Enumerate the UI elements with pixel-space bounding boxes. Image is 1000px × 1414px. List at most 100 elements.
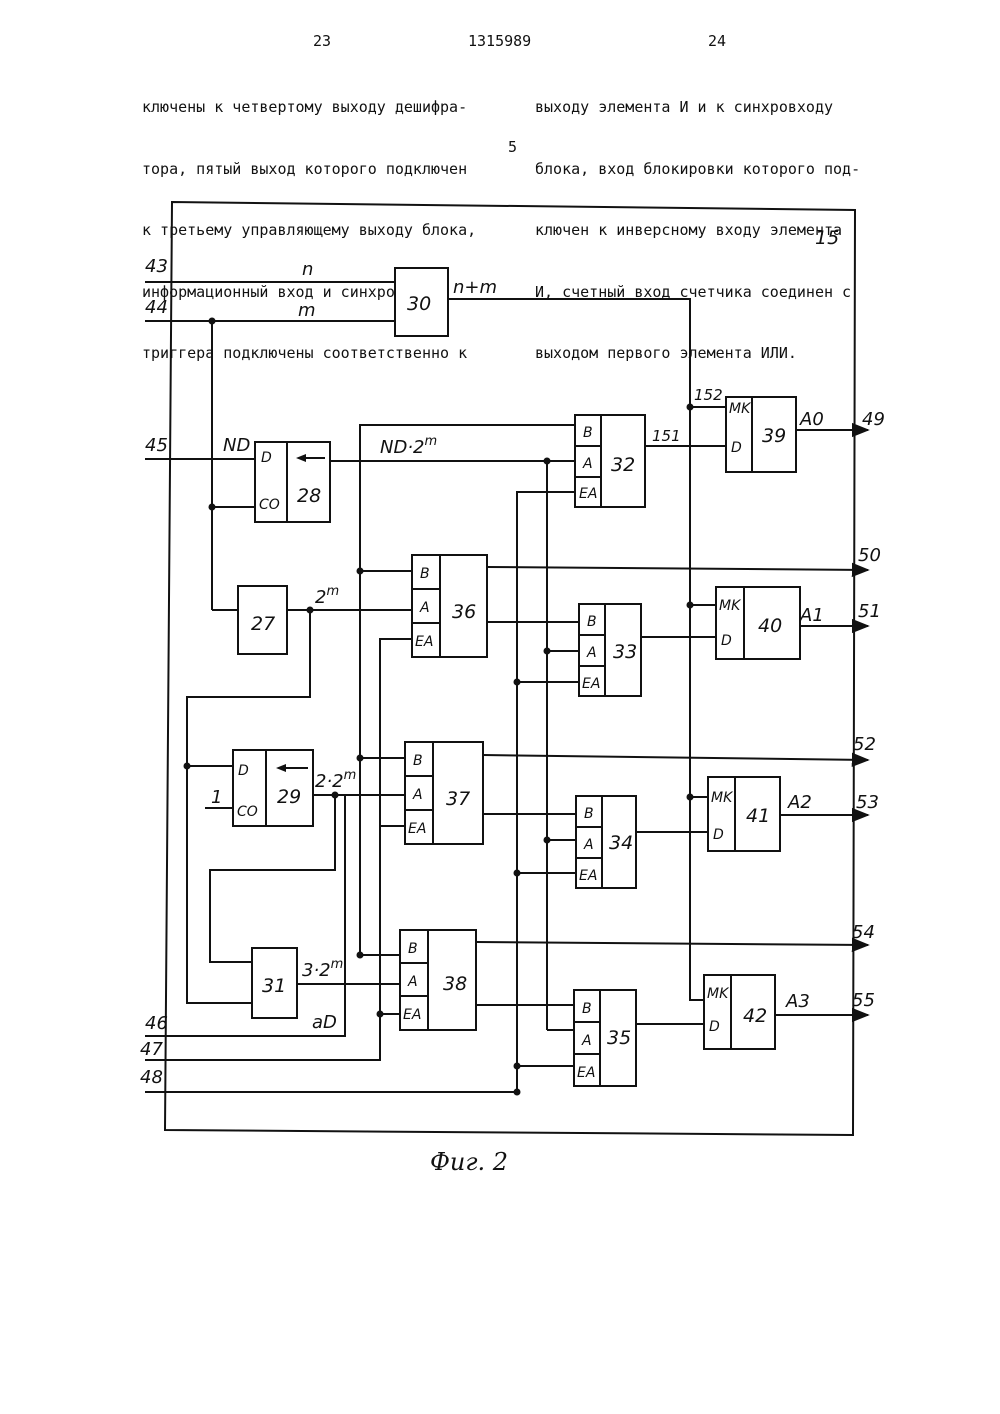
- junction-dot: [514, 1063, 521, 1070]
- port-label: D: [238, 763, 249, 779]
- port-label: D: [721, 633, 732, 649]
- junction-dot: [514, 679, 521, 686]
- junction-dot: [357, 755, 364, 762]
- wire: [145, 795, 345, 1036]
- port-label: CO: [237, 804, 258, 820]
- junction-dot: [357, 568, 364, 575]
- block-number-28: 28: [297, 485, 321, 507]
- junction-dot: [687, 602, 694, 609]
- block-number-31: 31: [262, 975, 286, 997]
- block-number-36: 36: [452, 601, 476, 623]
- wire: [476, 942, 868, 945]
- signal-nd-2m: ND·2m: [380, 434, 437, 458]
- junction-dot: [687, 404, 694, 411]
- wire: [360, 425, 575, 955]
- block-number-30: 30: [407, 293, 431, 315]
- output-54-label: 54: [852, 922, 875, 943]
- port-label: A: [586, 645, 597, 661]
- block-number-29: 29: [277, 786, 301, 808]
- junction-dot: [332, 792, 339, 799]
- port-label: CO: [259, 497, 280, 513]
- port-label: D: [713, 827, 724, 843]
- input-47-label: 47: [140, 1039, 163, 1060]
- block-number-38: 38: [443, 973, 467, 995]
- port-label: B: [413, 753, 423, 769]
- port-label: EA: [415, 634, 433, 650]
- junction-dot: [544, 837, 551, 844]
- port-label: EA: [577, 1065, 595, 1081]
- junction-dot: [357, 952, 364, 959]
- signal-152: 152: [694, 386, 723, 404]
- junction-dot: [544, 458, 551, 465]
- block-number-40: 40: [758, 615, 782, 637]
- signal-2m: 2m: [315, 584, 339, 608]
- port-label: A: [419, 600, 430, 616]
- output-55-label: 55: [852, 990, 875, 1011]
- port-label: A: [583, 837, 594, 853]
- block-number-41: 41: [746, 805, 770, 827]
- signal-nd: ND: [223, 435, 250, 456]
- signal-m: m: [298, 300, 316, 321]
- output-52-label: 52: [853, 734, 876, 755]
- wire: [487, 567, 868, 570]
- block-number-42: 42: [743, 1005, 767, 1027]
- junction-dot: [307, 607, 314, 614]
- block-number-33: 33: [613, 641, 637, 663]
- input-45-label: 45: [145, 435, 168, 456]
- junction-dot: [514, 1089, 521, 1096]
- signal-151: 151: [652, 427, 681, 445]
- signal-A3: A3: [785, 991, 810, 1012]
- output-49-label: 49: [862, 409, 885, 430]
- signal-3-2m: 3·2m: [302, 957, 343, 981]
- figure-caption: Фиг. 2: [430, 1148, 508, 1176]
- signal-A0: A0: [799, 409, 824, 430]
- port-label: A: [581, 1033, 592, 1049]
- port-label: A: [412, 787, 423, 803]
- signal-A2: A2: [787, 792, 812, 813]
- block-number-39: 39: [762, 425, 786, 447]
- output-50-label: 50: [858, 545, 881, 566]
- junction-dot: [209, 318, 216, 325]
- port-label: D: [261, 450, 272, 466]
- port-label: EA: [579, 868, 597, 884]
- block-label-15: 15: [815, 227, 839, 249]
- block-number-32: 32: [611, 454, 635, 476]
- block-number-37: 37: [446, 788, 470, 810]
- input-43-label: 43: [145, 256, 168, 277]
- port-label: A: [582, 456, 593, 472]
- output-51-label: 51: [858, 601, 881, 622]
- port-label: MK: [729, 401, 752, 417]
- port-label: B: [420, 566, 430, 582]
- port-label: D: [731, 440, 742, 456]
- output-53-label: 53: [856, 792, 879, 813]
- junction-dot: [209, 504, 216, 511]
- signal-A1: A1: [799, 605, 824, 626]
- input-44-label: 44: [145, 297, 168, 318]
- block-number-35: 35: [607, 1027, 631, 1049]
- port-label: MK: [719, 598, 742, 614]
- port-label: D: [709, 1019, 720, 1035]
- signal-one: 1: [211, 787, 222, 808]
- signal-n-plus-m: n+m: [453, 277, 497, 298]
- junction-dot: [544, 648, 551, 655]
- wire: [483, 755, 868, 760]
- signal-a-d: aD: [312, 1012, 337, 1033]
- port-label: B: [583, 425, 593, 441]
- port-label: B: [582, 1001, 592, 1017]
- port-label: EA: [408, 821, 426, 837]
- junction-dot: [514, 870, 521, 877]
- junction-dot: [184, 763, 191, 770]
- port-label: MK: [711, 790, 734, 806]
- port-label: B: [587, 614, 597, 630]
- port-label: EA: [582, 676, 600, 692]
- signal-2-2m: 2·2m: [315, 768, 356, 792]
- block-number-34: 34: [609, 832, 633, 854]
- junction-dot: [687, 794, 694, 801]
- port-label: EA: [403, 1007, 421, 1023]
- port-label: B: [584, 806, 594, 822]
- port-label: MK: [707, 986, 730, 1002]
- port-label: EA: [579, 486, 597, 502]
- port-label: A: [407, 974, 418, 990]
- block-number-27: 27: [251, 613, 275, 635]
- input-48-label: 48: [140, 1067, 163, 1088]
